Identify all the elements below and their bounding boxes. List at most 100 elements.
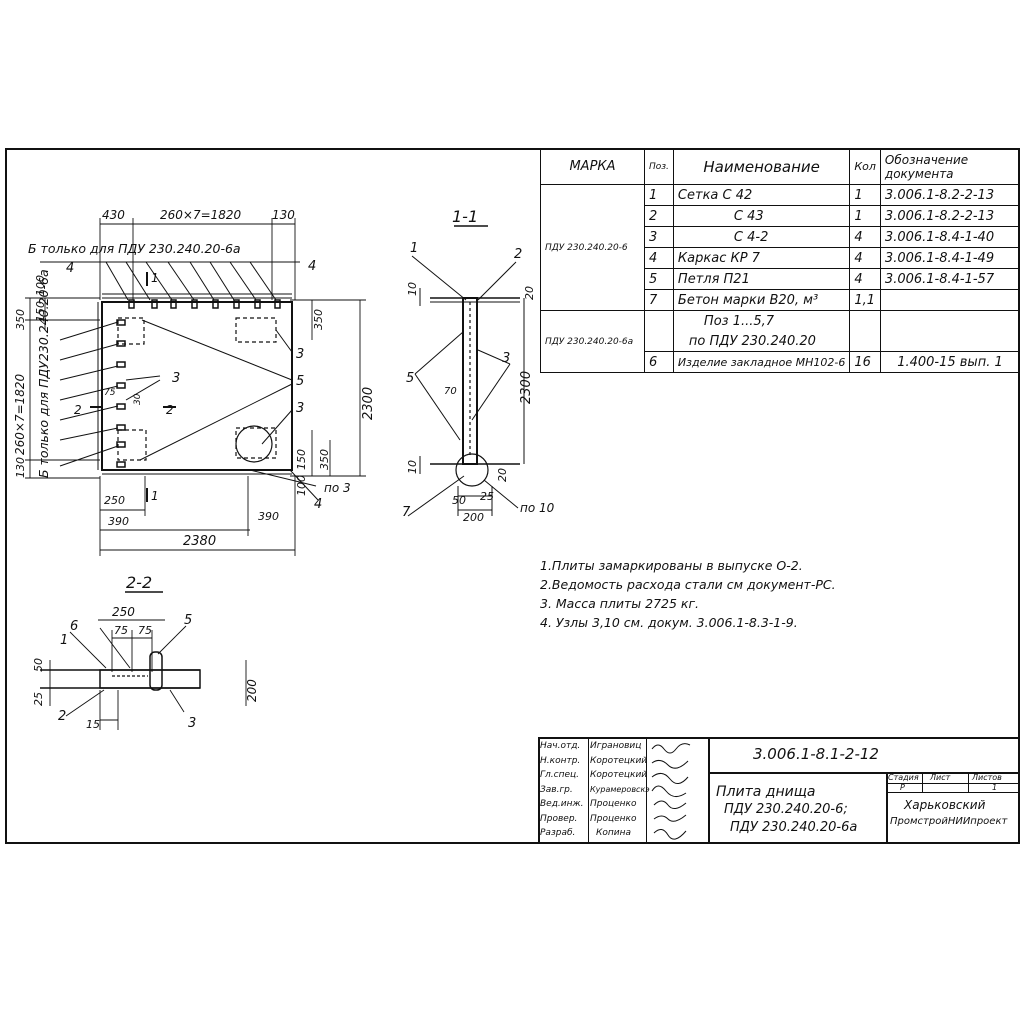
row-qty: 16 xyxy=(849,351,881,373)
specification-table: МАРКА Поз. Наименование Кол Обозначение … xyxy=(540,148,1021,373)
plan-pos-4-left: 4 xyxy=(66,261,74,276)
row-pos: 6 xyxy=(644,351,674,373)
drawing-sheet-frame xyxy=(5,148,1020,844)
sec22-pos-6: 6 xyxy=(70,619,78,634)
row-doc xyxy=(879,289,1021,311)
signer-name: Проценко xyxy=(590,799,637,809)
sec22-pos-1: 1 xyxy=(60,633,68,648)
sec22-dim-200: 200 xyxy=(245,679,259,702)
signer-role: Разраб. xyxy=(540,828,576,838)
group-b-note: Поз 1...5,7 xyxy=(672,310,851,331)
sec22-dim-250: 250 xyxy=(112,605,135,619)
header-doc: Обозначение документа xyxy=(879,148,1021,185)
sec22-pos-2: 2 xyxy=(58,709,66,724)
signer-role: Провер. xyxy=(540,813,578,824)
sec11-node-10: по 10 xyxy=(520,501,555,515)
plan-pos-1-bottom: 1 xyxy=(151,489,159,503)
signer-role: Гл.спец. xyxy=(540,770,579,780)
signer-name: Коротецкий xyxy=(590,755,648,766)
note-item: 4. Узлы 3,10 см. докум. 3.006.1-8.3-1-9. xyxy=(540,615,798,630)
plan-pos-4-bottom: 4 xyxy=(314,497,322,512)
sec11-dim-10-top: 10 xyxy=(406,282,419,296)
sec11-pos-3: 3 xyxy=(502,351,510,366)
plan-dim-75: 75 xyxy=(104,388,116,398)
row-qty: 1,1 xyxy=(849,289,881,311)
plan-dim-150: 150 xyxy=(34,301,47,322)
stamp-title-1: Плита днища xyxy=(716,784,816,800)
section-2-2-title: 2-2 xyxy=(126,573,152,592)
plan-slab-outline xyxy=(101,301,293,471)
row-name: Каркас КР 7 xyxy=(672,247,851,269)
sec22-dim-25: 25 xyxy=(32,692,45,706)
sec11-pos-7: 7 xyxy=(402,505,411,520)
row-name: Изделие закладное МН102-6 xyxy=(672,351,851,373)
sec22-pos-3: 3 xyxy=(188,716,196,731)
plan-dim-130-left: 130 xyxy=(14,457,27,478)
signer-name: Копина xyxy=(596,828,632,838)
plan-pos-3-mid: 3 xyxy=(172,371,180,386)
sec11-dim-10-bottom: 10 xyxy=(406,460,419,474)
sheets-value: 1 xyxy=(992,783,998,792)
general-notes: 1.Плиты замаркированы в выпуске О-2. 2.В… xyxy=(540,558,836,634)
signer-name: Курамеровскэ xyxy=(590,784,650,794)
stage-header: Стадия xyxy=(888,773,919,782)
signer-role: Нач.отд. xyxy=(540,741,581,751)
sheets-header: Листов xyxy=(972,773,1002,782)
row-doc: 3.006.1-8.4-1-40 xyxy=(879,226,1021,248)
signer-role: Вед.инж. xyxy=(540,799,584,809)
signer-role: Н.контр. xyxy=(540,755,581,766)
plan-dim-top-mid: 260×7=1820 xyxy=(160,208,242,222)
row-name: Сетка С 42 xyxy=(672,184,851,206)
plan-only-for-left: Б только для ПДУ230.240.20-6а xyxy=(36,269,51,478)
plan-dim-390-left: 390 xyxy=(108,515,129,528)
note-item: 3. Масса плиты 2725 кг. xyxy=(540,596,700,611)
sec11-pos-2: 2 xyxy=(514,247,522,262)
org-name-2: ПромстройНИИпроект xyxy=(890,816,1008,827)
signatures xyxy=(651,743,691,840)
plan-dim-430: 430 xyxy=(102,208,125,222)
plan-dim-100: 100 xyxy=(34,275,47,296)
header-pos: Поз. xyxy=(644,148,674,185)
plan-dim-250: 250 xyxy=(104,494,125,507)
signer-name: Коротецкий xyxy=(590,770,648,780)
plan-dim-left-span: 260×7=1820 xyxy=(13,373,27,455)
note-item: 1.Плиты замаркированы в выпуске О-2. xyxy=(540,558,803,573)
sec22-dim-15: 15 xyxy=(86,718,100,731)
sec11-dim-20-top: 20 xyxy=(523,286,536,300)
plan-only-for-top: Б только для ПДУ 230.240.20-6а xyxy=(28,241,241,256)
header-qty: Кол xyxy=(849,148,881,185)
plan-pos-2-left: 2 xyxy=(74,403,82,417)
org-name-1: Харьковский xyxy=(904,798,986,812)
plan-pos-2-right: 2 xyxy=(166,403,174,417)
group-b-mark: ПДУ 230.240.20-6а xyxy=(540,310,645,373)
plan-dim-2300: 2300 xyxy=(361,387,376,420)
sec11-dim-50: 50 xyxy=(452,494,466,507)
group-a-mark: ПДУ 230.240.20-6 xyxy=(540,184,645,311)
section-1-1-title: 1-1 xyxy=(452,207,478,226)
stamp-title-3: ПДУ 230.240.20-6а xyxy=(730,820,858,835)
note-item: 2.Ведомость расхода стали см документ-РС… xyxy=(540,577,836,592)
sec22-dim-75a: 75 xyxy=(114,624,128,637)
plan-dim-130: 130 xyxy=(272,208,295,222)
plan-dim-390-right: 390 xyxy=(258,510,279,523)
sheet-header: Лист xyxy=(930,773,951,782)
sec11-pos-5: 5 xyxy=(406,371,414,386)
plan-pos-4-right: 4 xyxy=(308,259,316,274)
stage-value: Р xyxy=(900,783,905,792)
signer-role: Зав.гр. xyxy=(540,784,573,795)
plan-node-3: по 3 xyxy=(324,481,351,495)
signer-name: Играновиц xyxy=(590,741,642,751)
plan-dim-350: 350 xyxy=(14,309,27,330)
row-name: Бетон марки В20, м³ xyxy=(672,289,851,311)
plan-dim-2380: 2380 xyxy=(183,534,216,549)
sec11-dim-2300: 2300 xyxy=(519,371,534,404)
sec11-pos-1: 1 xyxy=(410,241,418,256)
plan-pos-1-top: 1 xyxy=(151,271,159,285)
plan-pos-5: 5 xyxy=(296,374,304,389)
row-doc: 3.006.1-8.4-1-49 xyxy=(879,247,1021,269)
plan-dim-350-right-bottom: 350 xyxy=(318,449,331,470)
sec11-dim-25: 25 xyxy=(480,490,494,503)
plan-dim-150-right: 150 xyxy=(295,449,308,470)
sec22-dim-50: 50 xyxy=(32,658,45,672)
